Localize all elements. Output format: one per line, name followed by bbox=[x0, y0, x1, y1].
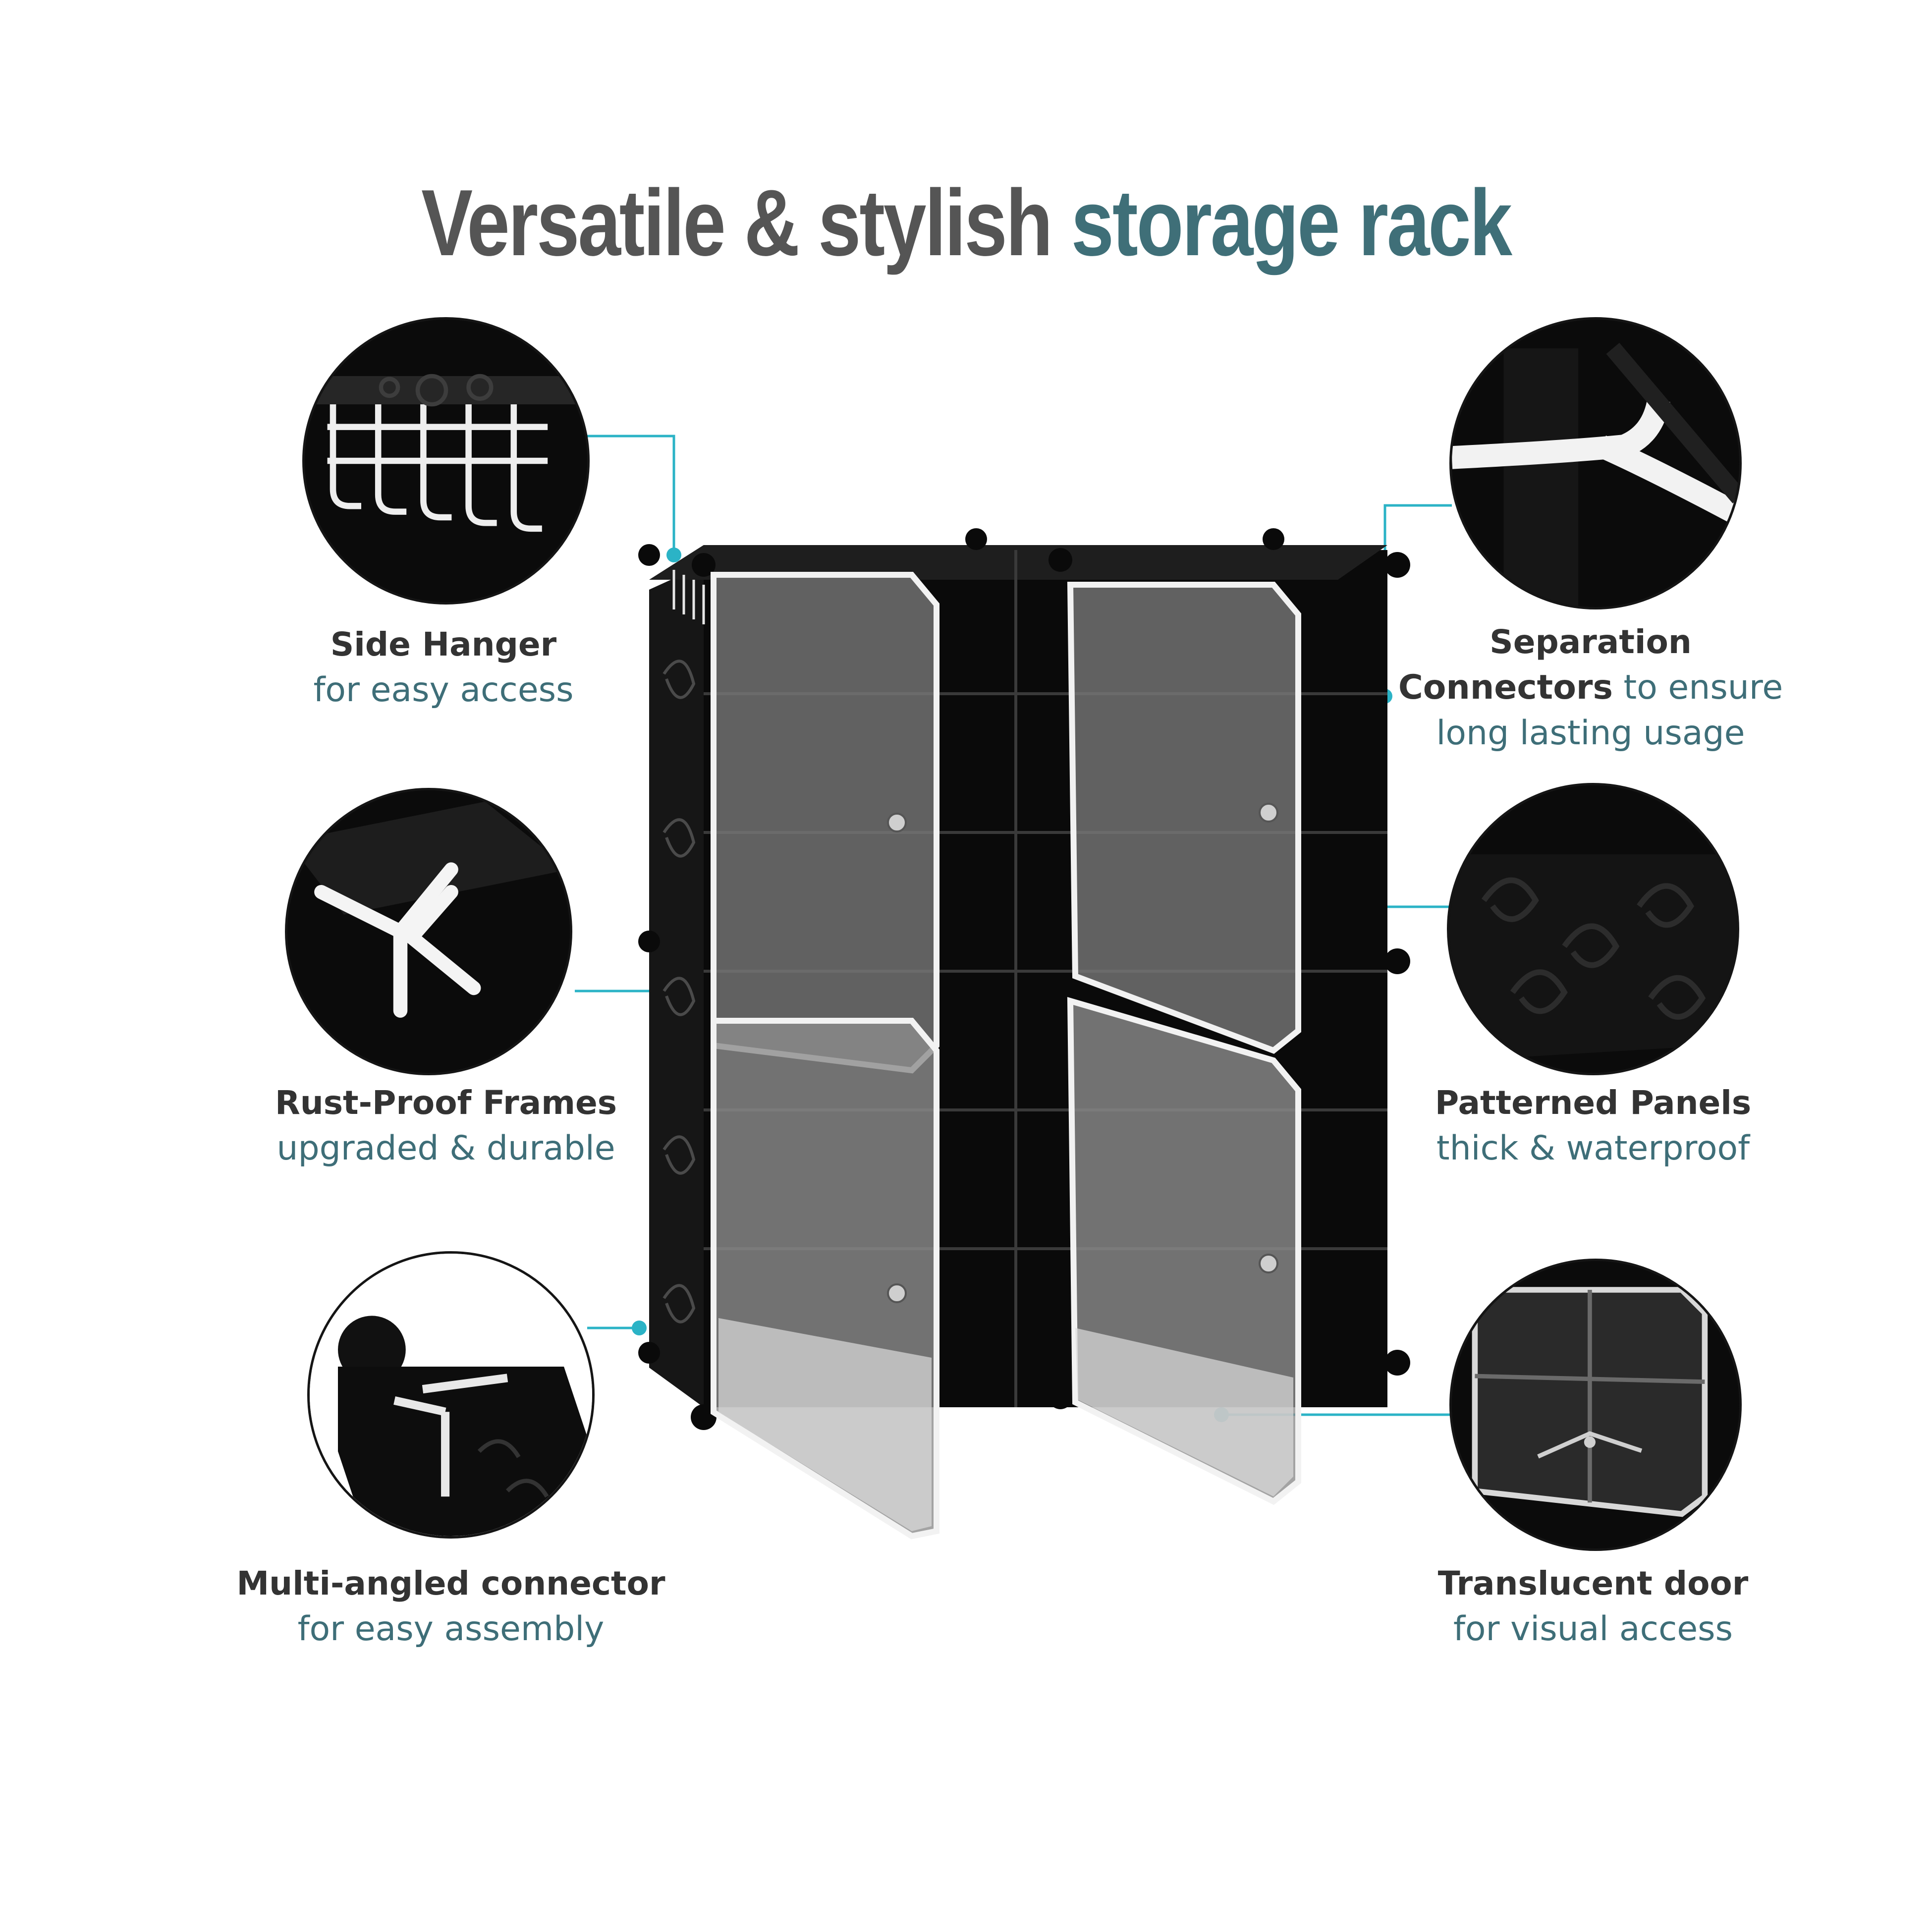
frame-connector-icon bbox=[287, 790, 570, 1073]
translucent-door-icon bbox=[1452, 1261, 1739, 1548]
cabinet-top bbox=[649, 545, 1387, 580]
rust-proof-title: Rust-Proof Frames bbox=[275, 1084, 617, 1122]
rust-proof-subtitle: upgraded & durable bbox=[276, 1129, 615, 1168]
title-part-gray: Versatile & stylish bbox=[421, 170, 1053, 276]
page-title: Versatile & stylish storage rack bbox=[174, 176, 1758, 270]
storage-rack-illustration bbox=[638, 528, 1410, 1540]
callout-separation-connectors: Separation Connectors to ensure long las… bbox=[1343, 619, 1838, 756]
callout-side-hanger: Side Hanger for easy access bbox=[196, 622, 691, 713]
translucent-door-title: Translucent door bbox=[1437, 1564, 1749, 1602]
translucent-door-detail-circle bbox=[1449, 1259, 1742, 1551]
hanger-icon bbox=[305, 320, 587, 602]
patterned-panels-subtitle: thick & waterproof bbox=[1436, 1129, 1750, 1168]
callout-multi-angled: Multi-angled connector for easy assembly bbox=[203, 1561, 699, 1652]
side-hanger-title: Side Hanger bbox=[330, 625, 557, 663]
separation-connector-icon bbox=[1452, 320, 1739, 607]
translucent-door-subtitle: for visual access bbox=[1453, 1609, 1733, 1649]
separation-title-line1: Separation bbox=[1490, 623, 1692, 661]
translucent-doors bbox=[711, 572, 1301, 1540]
separation-subtitle-line3: long lasting usage bbox=[1436, 714, 1745, 753]
separation-subtitle-inline: to ensure bbox=[1623, 668, 1783, 707]
callout-patterned-panels: Patterned Panels thick & waterproof bbox=[1345, 1080, 1841, 1171]
patterned-panel-icon bbox=[1449, 785, 1737, 1073]
patterned-panels-title: Patterned Panels bbox=[1435, 1084, 1752, 1122]
separation-connector-detail-circle bbox=[1449, 317, 1742, 609]
patterned-panels-detail-circle bbox=[1447, 783, 1739, 1075]
multi-angled-detail-circle bbox=[307, 1251, 595, 1539]
rust-proof-detail-circle bbox=[285, 788, 572, 1075]
callout-translucent-door: Translucent door for visual access bbox=[1345, 1561, 1841, 1652]
callout-rust-proof: Rust-Proof Frames upgraded & durable bbox=[198, 1080, 694, 1171]
side-hanger-subtitle: for easy access bbox=[313, 670, 574, 710]
separation-title-line2: Connectors bbox=[1398, 668, 1613, 707]
cabinet-side-panel bbox=[649, 565, 704, 1407]
multi-angled-subtitle: for easy assembly bbox=[297, 1609, 605, 1649]
side-hanger-detail-circle bbox=[302, 317, 590, 605]
multi-angled-title: Multi-angled connector bbox=[236, 1564, 665, 1602]
title-part-teal: storage rack bbox=[1071, 170, 1513, 276]
angled-connector-icon bbox=[310, 1254, 592, 1536]
